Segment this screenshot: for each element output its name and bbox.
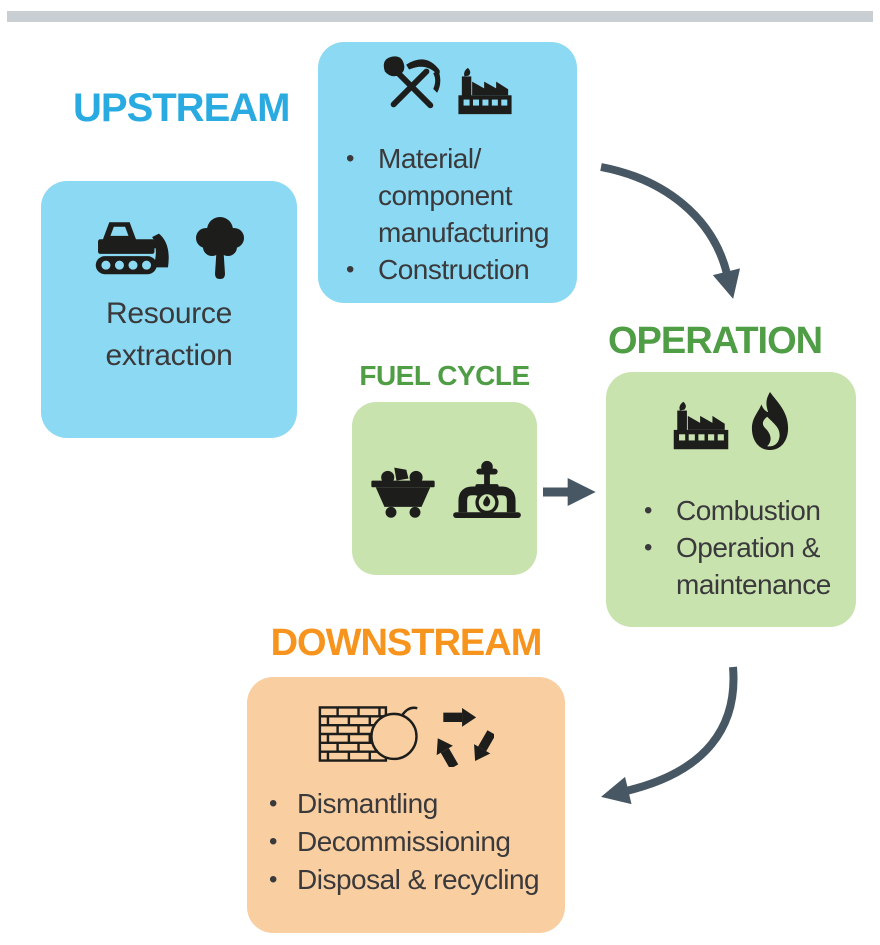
pickaxe-shovel-icon (381, 56, 441, 116)
factory-icon (670, 400, 732, 451)
operation-box: • Combustion • Operation & maintenance (606, 372, 856, 627)
resource-extraction-label: Resource extraction (105, 297, 233, 372)
fuel-cycle-box (352, 402, 537, 575)
resource-icons (41, 215, 297, 281)
fuel-cycle-title: FUEL CYCLE (359, 360, 530, 391)
bulldozer-icon (89, 220, 177, 281)
list-item: • Combustion (636, 492, 846, 529)
upstream-title: UPSTREAM (73, 86, 290, 130)
manufacturing-box: • Material/ component manufacturing • Co… (318, 42, 577, 303)
bullet-dot: • (346, 256, 354, 283)
top-rule (7, 11, 873, 22)
tree-icon (191, 215, 249, 281)
operation-title: OPERATION (608, 320, 823, 362)
list-item: • Operation & maintenance (636, 529, 846, 603)
operation-icons (606, 392, 856, 451)
bullet-dot: • (269, 790, 277, 817)
downstream-list: • Dismantling • Decommissioning • Dispos… (261, 785, 561, 899)
bullet-dot: • (644, 497, 652, 524)
manufacturing-icons (318, 56, 577, 116)
flame-icon (748, 392, 792, 451)
arrow-operation-to-downstream (601, 666, 738, 805)
downstream-box: • Dismantling • Decommissioning • Dispos… (247, 677, 565, 933)
list-item: • Material/ component manufacturing (338, 140, 558, 251)
arrow-manufacturing-to-operation (600, 163, 741, 299)
list-item: • Dismantling (261, 785, 561, 823)
gas-valve-icon (451, 458, 523, 518)
list-item: • Construction (338, 251, 558, 288)
downstream-icons (247, 701, 565, 767)
list-item: • Decommissioning (261, 823, 561, 861)
bullet-dot: • (644, 534, 652, 561)
manufacturing-list: • Material/ component manufacturing • Co… (338, 140, 558, 288)
operation-list: • Combustion • Operation & maintenance (636, 492, 846, 603)
downstream-title: DOWNSTREAM (270, 622, 543, 664)
minecart-icon (367, 463, 439, 518)
list-item: • Disposal & recycling (261, 861, 561, 899)
demolition-wrecking-ball-icon (318, 701, 420, 767)
factory-icon (455, 66, 515, 116)
recycle-icon (432, 707, 494, 767)
bullet-dot: • (269, 828, 277, 855)
bullet-dot: • (269, 866, 277, 893)
fuel-cycle-icons (352, 458, 537, 518)
bullet-dot: • (346, 145, 354, 172)
resource-extraction-box: Resource extraction (41, 181, 297, 438)
